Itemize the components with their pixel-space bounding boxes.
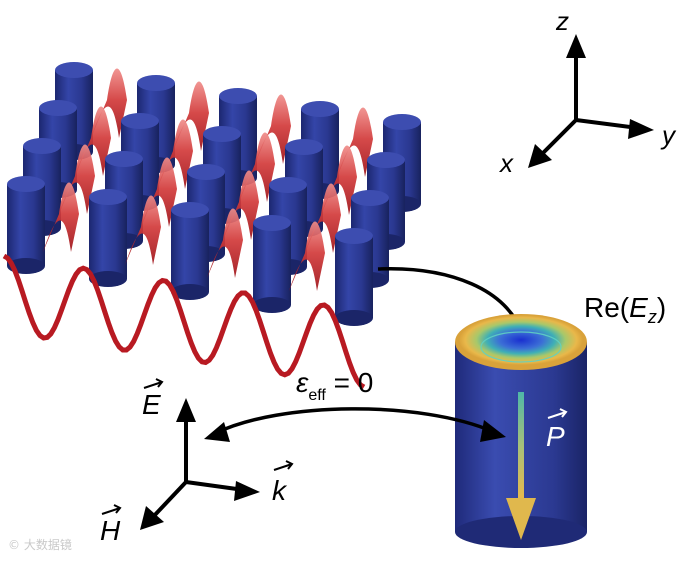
equivalence-arrow [215, 407, 495, 435]
wave-sheet [125, 195, 161, 265]
k-overarrow [273, 460, 294, 471]
pillar [335, 228, 373, 326]
pillar [7, 176, 45, 274]
wave-sheet [59, 144, 95, 214]
x-axis-arrow [538, 118, 578, 158]
wave-sheet [173, 81, 209, 151]
wave-sheet [91, 68, 127, 138]
epsilon-label: εeff = 0 [296, 367, 373, 404]
wave-sheet [223, 170, 259, 240]
k-vector-label: k [272, 475, 288, 506]
coordinate-axes [528, 34, 654, 168]
poynting-vector-shaft [518, 392, 524, 500]
y-axis-arrow [575, 118, 639, 130]
wave-front-edge [2, 253, 366, 390]
watermark: © 大数据镜 [8, 538, 72, 552]
pillar [171, 202, 209, 300]
unit-cell-cylinder [455, 314, 587, 548]
pillar [89, 189, 127, 287]
em-field-axes [140, 398, 260, 530]
field-label: Re(Ez) [584, 292, 666, 327]
pillar-array [2, 62, 421, 390]
h-field-label: H [100, 515, 121, 546]
wave-sheet [75, 106, 111, 176]
wave-sheet [141, 157, 177, 227]
wave-sheet [305, 183, 341, 253]
z-axis-label: z [555, 6, 569, 36]
wave-sheet [157, 119, 193, 189]
wave-sheet [207, 208, 243, 278]
wave-sheet [337, 107, 373, 177]
wave-sheet [239, 132, 275, 202]
pillar [253, 215, 291, 313]
poynting-label: P [546, 421, 565, 452]
poynting-overarrow [547, 408, 568, 419]
k-vector-arrow [185, 480, 245, 492]
h-field-arrow [150, 480, 188, 520]
wave-sheet [321, 145, 357, 215]
wave-sheet [289, 221, 325, 291]
h-overarrow [101, 504, 122, 515]
wave-sheet [43, 182, 79, 252]
x-axis-label: x [498, 148, 514, 178]
wave-sheet [255, 94, 291, 164]
e-field-label: E [142, 389, 161, 420]
field-map-top [459, 315, 583, 365]
poynting-vector-head [506, 498, 536, 540]
y-axis-label: y [660, 120, 677, 150]
e-overarrow [143, 378, 164, 389]
